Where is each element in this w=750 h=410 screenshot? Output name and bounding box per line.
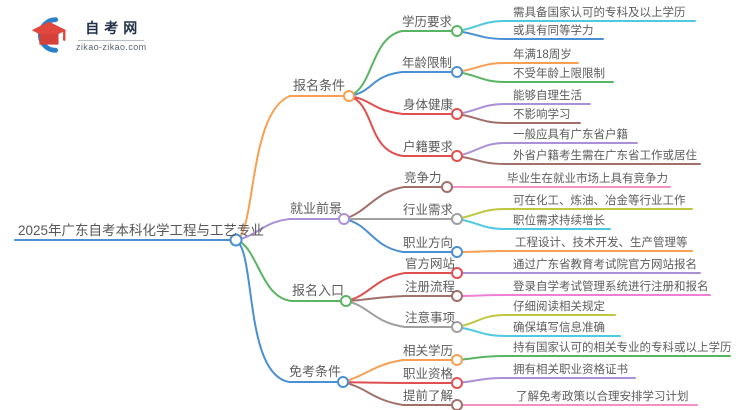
edge-to-education-requirement [348, 30, 453, 97]
edge-leaf-self-care [456, 103, 591, 115]
branch-exam-exemption[interactable]: 免考条件 [289, 364, 342, 379]
edge-to-official-website [345, 272, 453, 302]
edge-to-competitiveness [343, 186, 443, 220]
leaf-node[interactable]: 可在化工、炼油、冶金等行业工作 [513, 195, 686, 207]
edge-leaf-career-fields [456, 250, 693, 253]
collapse-handle-physical-health[interactable] [451, 108, 463, 120]
site-logo[interactable]: 自考网 zikao-zikao.com [26, 14, 147, 56]
edge-to-know-in-advance [342, 381, 453, 406]
leaf-node[interactable]: 仔细阅读相关规定 [513, 301, 605, 313]
branch-employment-prospects[interactable]: 就业前景 [290, 201, 343, 216]
collapse-handle-education-requirement[interactable] [451, 25, 463, 37]
leaf-node[interactable]: 持有国家认可的相关专业的专科或以上学历 [513, 342, 732, 354]
collapse-handle-industry-demand[interactable] [451, 213, 463, 225]
leaf-node[interactable]: 或具有同等学力 [513, 25, 594, 37]
leaf-node[interactable]: 工程设计、技术开发、生产管理等 [515, 237, 688, 249]
edge-leaf-accurate-info [456, 326, 621, 337]
collapse-handle-registration-conditions[interactable] [343, 90, 355, 102]
edge-to-precautions [345, 300, 453, 328]
edge-root-to-exam-exemption [235, 239, 339, 383]
collapse-handle-employment-prospects[interactable] [338, 213, 350, 225]
collapse-handle-residency-requirement[interactable] [451, 150, 463, 162]
site-name: 自考网 [85, 20, 143, 36]
node-professional-qualification[interactable]: 职业资格 [403, 367, 454, 381]
edge-leaf-out-of-province [456, 155, 701, 165]
edge-leaf-qualification-cert [456, 377, 636, 384]
leaf-node[interactable]: 能够自理生活 [513, 90, 582, 102]
collapse-handle-related-education[interactable] [451, 354, 463, 366]
edge-leaf-industries [456, 208, 693, 220]
leaf-node[interactable]: 登录自学考试管理系统进行注册和报名 [513, 281, 709, 293]
edge-leaf-login-system [456, 294, 711, 297]
mindmap-root-node[interactable]: 2025年广东自考本科化学工程与工艺专业 [18, 223, 265, 238]
node-competitiveness[interactable]: 竞争力 [404, 171, 442, 185]
leaf-node[interactable]: 不受年龄上限限制 [513, 68, 605, 80]
collapse-handle-professional-qualification[interactable] [451, 377, 463, 389]
edge-to-registration-process [345, 295, 453, 302]
node-physical-health[interactable]: 身体健康 [403, 98, 454, 112]
collapse-handle-registration-process[interactable] [451, 290, 463, 302]
edge-to-physical-health [348, 95, 453, 115]
collapse-handle-competitiveness[interactable] [441, 181, 453, 193]
edge-leaf-no-upper-age [456, 71, 614, 83]
node-precautions[interactable]: 注意事项 [405, 311, 456, 325]
edge-to-age-limit [348, 71, 453, 97]
site-url: zikao-zikao.com [76, 42, 147, 52]
collapse-handle-know-in-advance[interactable] [451, 399, 463, 410]
edge-to-related-education [342, 359, 453, 383]
leaf-node[interactable]: 通过广东省教育考试院官方网站报名 [513, 259, 697, 271]
leaf-node[interactable]: 一般应具有广东省户籍 [513, 129, 628, 141]
leaf-node[interactable]: 外省户籍考生需在广东省工作或居住 [513, 150, 697, 162]
edge-root-to-employment-prospects [235, 218, 340, 241]
logo-divider [78, 40, 145, 41]
edge-root-to-registration-portal [235, 239, 342, 302]
branch-registration-portal[interactable]: 报名入口 [292, 283, 345, 298]
node-registration-process[interactable]: 注册流程 [405, 280, 456, 294]
node-official-website[interactable]: 官方网站 [405, 257, 456, 271]
graduation-cap-icon [31, 17, 67, 53]
edge-leaf-demand-growth [456, 218, 611, 230]
node-age-limit[interactable]: 年龄限制 [402, 56, 453, 70]
leaf-node[interactable]: 确保填写信息准确 [513, 322, 605, 334]
edge-leaf-recognized-diploma [456, 20, 696, 32]
node-know-in-advance[interactable]: 提前了解 [403, 389, 454, 403]
edge-leaf-age-18 [456, 62, 579, 73]
leaf-node[interactable]: 了解免考政策以合理安排学习计划 [516, 391, 689, 403]
leaf-node[interactable]: 不影响学习 [513, 109, 571, 121]
edge-leaf-read-rules [456, 314, 616, 328]
edge-to-career-direction [343, 218, 453, 253]
node-education-requirement[interactable]: 学历要求 [402, 15, 453, 29]
edge-leaf-not-affect-study [456, 113, 581, 124]
leaf-node[interactable]: 需具备国家认可的专科及以上学历 [513, 7, 686, 19]
node-residency-requirement[interactable]: 户籍要求 [403, 140, 454, 154]
branch-registration-conditions[interactable]: 报名条件 [293, 78, 346, 93]
collapse-handle-career-direction[interactable] [451, 246, 463, 258]
collapse-handle-root[interactable] [229, 233, 243, 247]
edge-leaf-related-diploma [456, 355, 731, 361]
edge-root-to-registration-conditions [235, 95, 345, 241]
edge-leaf-guangdong-hukou [456, 142, 638, 157]
leaf-node[interactable]: 职位需求持续增长 [513, 215, 605, 227]
leaf-node[interactable]: 毕业生在就业市场上具有竞争力 [507, 173, 668, 185]
node-career-direction[interactable]: 职业方向 [403, 236, 454, 250]
node-industry-demand[interactable]: 行业需求 [403, 203, 454, 217]
collapse-handle-registration-portal[interactable] [340, 295, 352, 307]
logo-text-block: 自考网 zikao-zikao.com [76, 18, 147, 52]
edge-to-residency-requirement [348, 95, 453, 157]
leaf-node[interactable]: 拥有相关职业资格证书 [513, 364, 628, 376]
collapse-handle-age-limit[interactable] [451, 66, 463, 78]
edge-leaf-equivalent-education [456, 30, 604, 40]
collapse-handle-exam-exemption[interactable] [337, 376, 349, 388]
collapse-handle-official-website[interactable] [451, 267, 463, 279]
collapse-handle-precautions[interactable] [451, 321, 463, 333]
edge-to-professional-qualification [342, 381, 453, 384]
node-related-education[interactable]: 相关学历 [403, 344, 454, 358]
leaf-node[interactable]: 年满18周岁 [513, 49, 572, 61]
